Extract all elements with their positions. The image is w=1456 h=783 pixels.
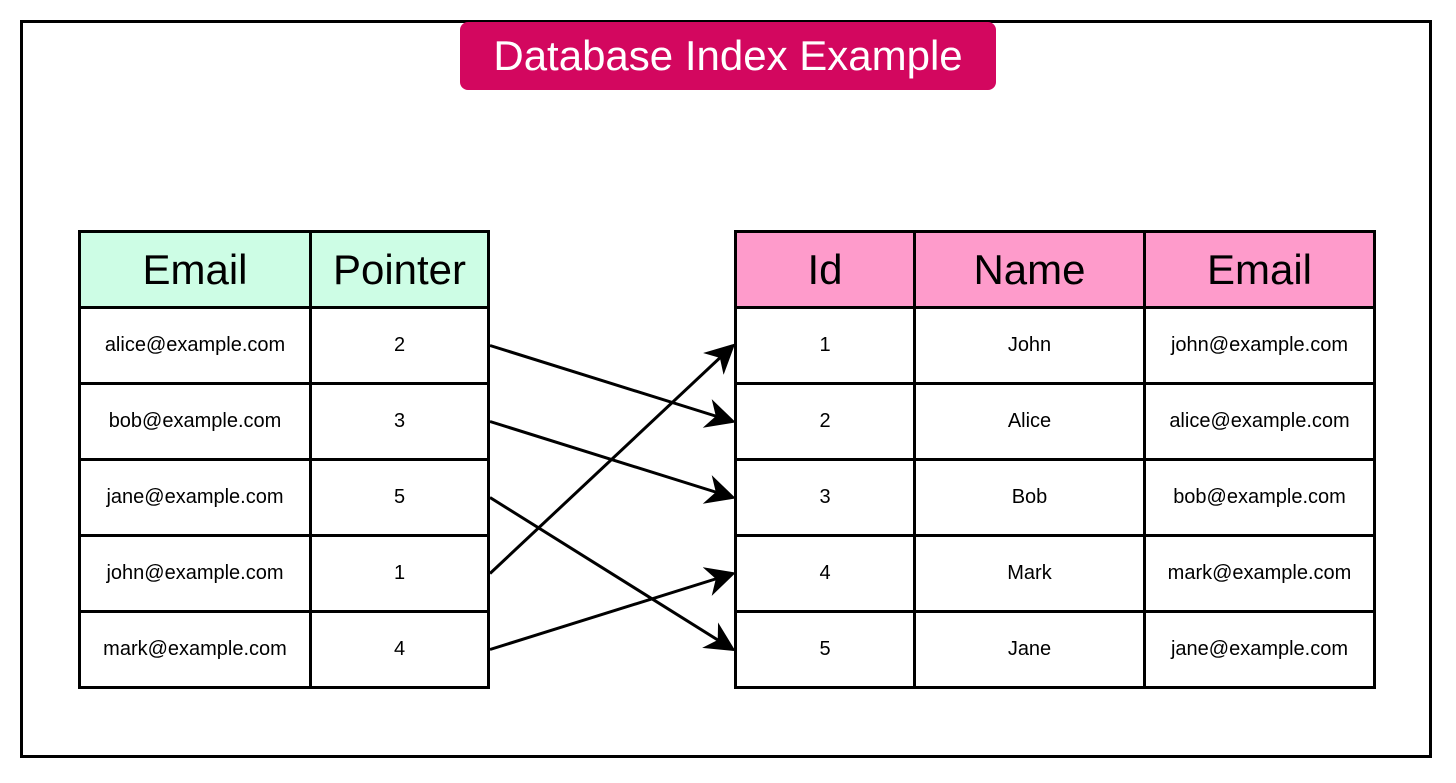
data-id-cell: 4 [734, 534, 916, 613]
data-email-cell: mark@example.com [1143, 534, 1376, 613]
data-name-cell: Alice [913, 382, 1146, 461]
index-email-cell: jane@example.com [78, 458, 312, 537]
data-row: 1 John john@example.com [734, 306, 1376, 385]
data-row: 2 Alice alice@example.com [734, 382, 1376, 461]
index-email-cell: bob@example.com [78, 382, 312, 461]
index-row: john@example.com 1 [78, 534, 490, 613]
index-row: jane@example.com 5 [78, 458, 490, 537]
index-pointer-cell: 5 [309, 458, 490, 537]
index-table-header-row: Email Pointer [78, 230, 490, 309]
index-header-email: Email [78, 230, 312, 309]
data-email-cell: john@example.com [1143, 306, 1376, 385]
index-table: Email Pointer alice@example.com 2 bob@ex… [78, 230, 490, 689]
index-header-pointer: Pointer [309, 230, 490, 309]
index-row: mark@example.com 4 [78, 610, 490, 689]
data-email-cell: alice@example.com [1143, 382, 1376, 461]
data-row: 3 Bob bob@example.com [734, 458, 1376, 537]
diagram-frame [20, 20, 1432, 758]
index-pointer-cell: 3 [309, 382, 490, 461]
data-name-cell: Mark [913, 534, 1146, 613]
index-row: bob@example.com 3 [78, 382, 490, 461]
data-name-cell: Jane [913, 610, 1146, 689]
data-header-id: Id [734, 230, 916, 309]
data-name-cell: Bob [913, 458, 1146, 537]
diagram-title: Database Index Example [460, 22, 996, 90]
data-email-cell: bob@example.com [1143, 458, 1376, 537]
data-email-cell: jane@example.com [1143, 610, 1376, 689]
data-table-header-row: Id Name Email [734, 230, 1376, 309]
index-pointer-cell: 1 [309, 534, 490, 613]
index-pointer-cell: 2 [309, 306, 490, 385]
data-id-cell: 5 [734, 610, 916, 689]
data-header-name: Name [913, 230, 1146, 309]
data-header-email: Email [1143, 230, 1376, 309]
data-name-cell: John [913, 306, 1146, 385]
data-id-cell: 1 [734, 306, 916, 385]
data-row: 4 Mark mark@example.com [734, 534, 1376, 613]
index-email-cell: mark@example.com [78, 610, 312, 689]
index-row: alice@example.com 2 [78, 306, 490, 385]
data-id-cell: 2 [734, 382, 916, 461]
index-email-cell: alice@example.com [78, 306, 312, 385]
data-table: Id Name Email 1 John john@example.com 2 … [734, 230, 1376, 689]
data-id-cell: 3 [734, 458, 916, 537]
data-row: 5 Jane jane@example.com [734, 610, 1376, 689]
index-email-cell: john@example.com [78, 534, 312, 613]
index-pointer-cell: 4 [309, 610, 490, 689]
